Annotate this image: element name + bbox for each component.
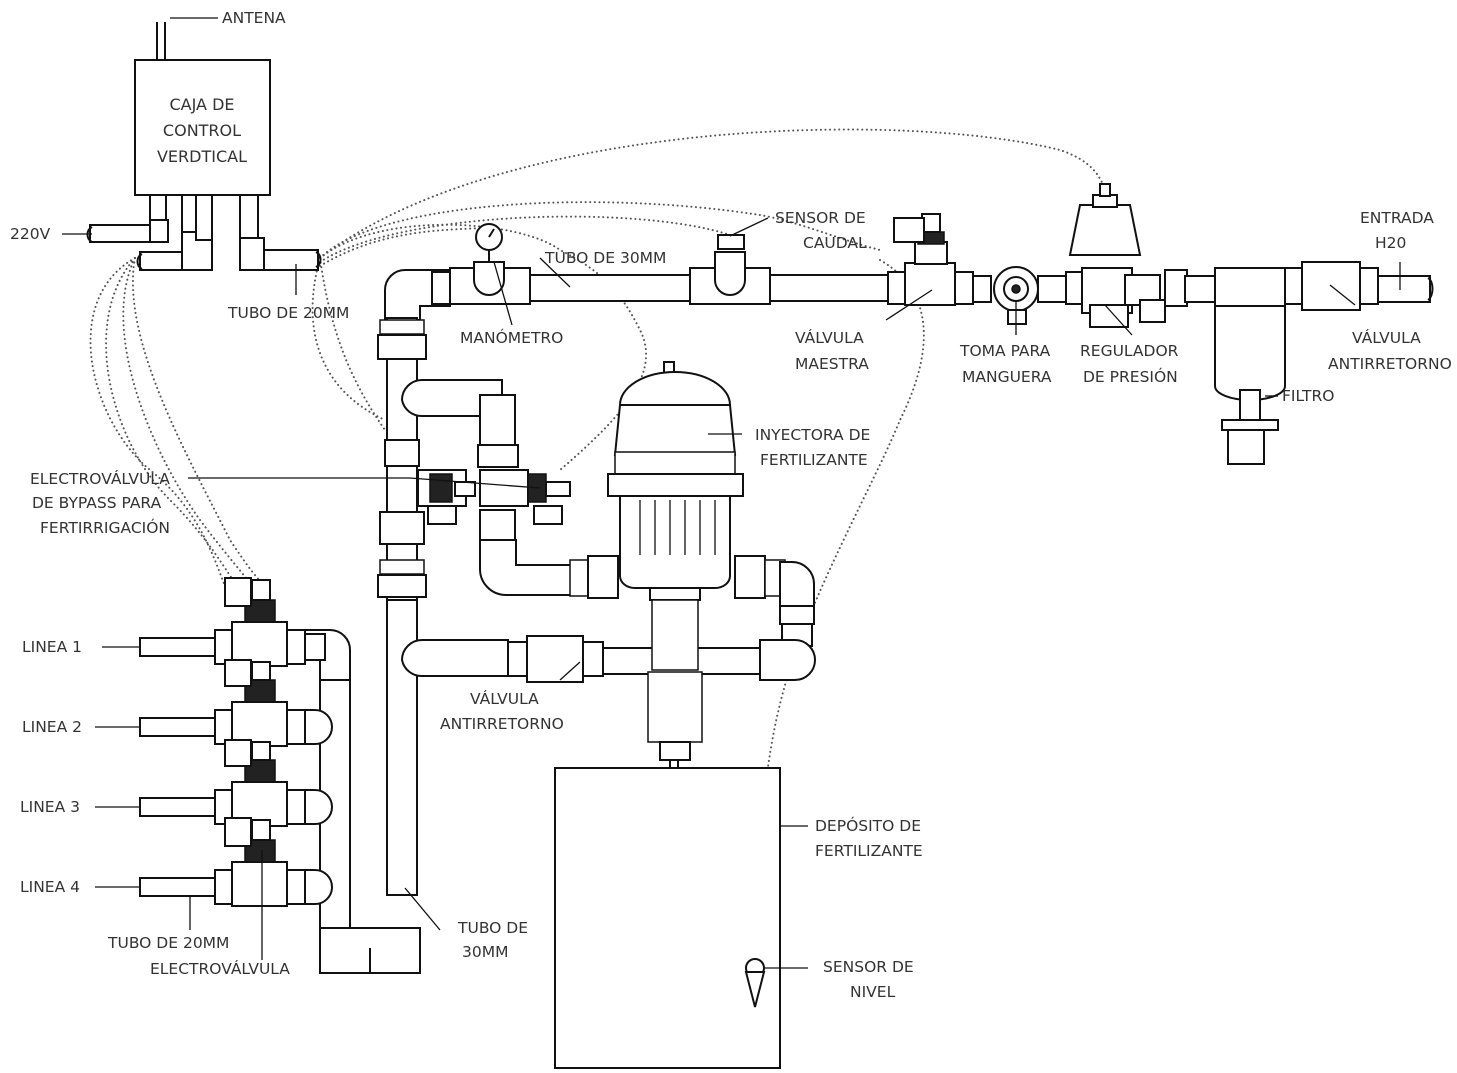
label-inyectora-1: INYECTORA DE [755, 426, 870, 444]
label-linea-4: LINEA 4 [20, 878, 80, 896]
label-filtro: FILTRO [1282, 387, 1334, 405]
valve-row-1 [139, 577, 326, 667]
label-regulador-1: REGULADOR [1080, 342, 1179, 360]
control-box-line-2: CONTROL [163, 121, 241, 140]
control-box: CAJA DE CONTROL VERDTICAL [86, 22, 322, 271]
label-entrada-1: ENTRADA [1360, 209, 1434, 227]
label-sensor-nivel-1: SENSOR DE [823, 958, 914, 976]
labels: ANTENA 220V TUBO DE 20MM TUBO DE 30MM SE… [10, 9, 1452, 1001]
label-bypass-2: DE BYPASS PARA [32, 494, 162, 512]
valve-row-2 [139, 659, 333, 747]
label-deposito-1: DEPÓSITO DE [815, 816, 921, 835]
control-box-line-3: VERDTICAL [157, 147, 247, 166]
label-tubo20-top: TUBO DE 20MM [227, 304, 349, 322]
label-linea-2: LINEA 2 [22, 718, 82, 736]
label-regulador-2: DE PRESIÓN [1083, 367, 1178, 386]
label-tubo30-bottom-1: TUBO DE [457, 919, 528, 937]
label-valvula-antirretorno-right-1: VÁLVULA [1352, 328, 1421, 347]
label-sensor-nivel-2: NIVEL [850, 983, 896, 1001]
label-valvula-antirretorno-right-2: ANTIRRETORNO [1328, 355, 1452, 373]
label-sensor-caudal-1: SENSOR DE [775, 209, 866, 227]
valve-row-3 [139, 739, 333, 827]
label-linea-3: LINEA 3 [20, 798, 80, 816]
label-bypass-1: ELECTROVÁLVULA [30, 469, 170, 488]
label-valvula-antirretorno-mid-1: VÁLVULA [470, 689, 539, 708]
label-entrada-2: H20 [1375, 234, 1406, 252]
label-toma-manguera-1: TOMA PARA [959, 342, 1051, 360]
label-sensor-caudal-2: CAUDAL [803, 234, 867, 252]
label-linea-1: LINEA 1 [22, 638, 82, 656]
label-valvula-maestra-1: VÁLVULA [795, 328, 864, 347]
label-deposito-2: FERTILIZANTE [815, 842, 923, 860]
riser-pipes [377, 317, 817, 896]
label-toma-manguera-2: MANGUERA [962, 368, 1052, 386]
label-tubo30-bottom-2: 30MM [462, 943, 508, 961]
fertilizer-tank [554, 767, 781, 1069]
control-box-line-1: CAJA DE [169, 95, 234, 114]
label-antena: ANTENA [222, 9, 286, 27]
leader-lines [62, 17, 1401, 969]
valve-manifold [139, 577, 421, 974]
label-valvula-antirretorno-mid-2: ANTIRRETORNO [440, 715, 564, 733]
main-pipe-top [384, 183, 1434, 465]
label-tubo20-bottom: TUBO DE 20MM [107, 934, 229, 952]
valve-row-4 [139, 817, 333, 907]
label-220v: 220V [10, 225, 51, 243]
label-electrovalvula: ELECTROVÁLVULA [150, 959, 290, 978]
label-manometro: MANÓMETRO [460, 328, 563, 347]
fertilizer-injector [594, 361, 744, 1060]
label-tubo30-top: TUBO DE 30MM [544, 249, 666, 267]
label-inyectora-2: FERTILIZANTE [760, 451, 868, 469]
label-valvula-maestra-2: MAESTRA [795, 355, 869, 373]
label-bypass-3: FERTIRRIGACIÓN [40, 518, 170, 537]
